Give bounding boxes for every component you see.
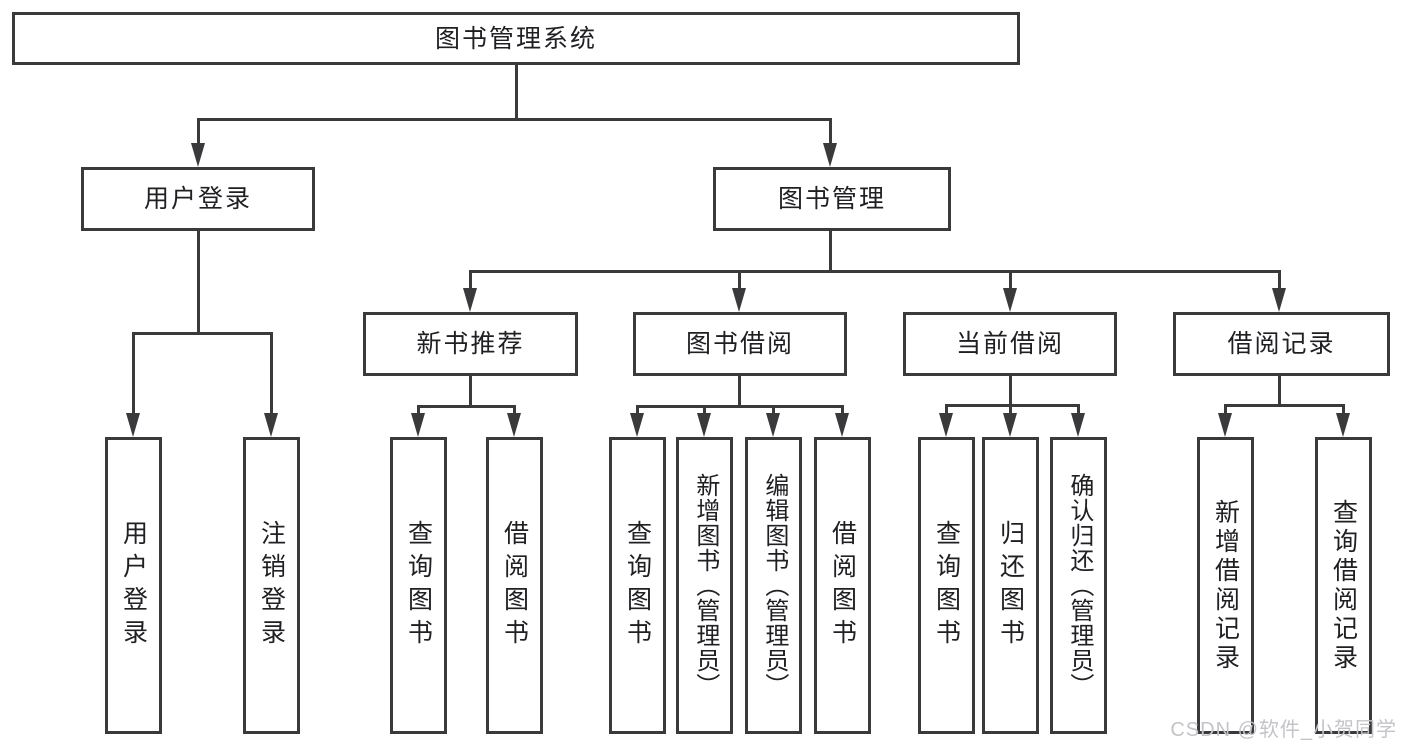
node-new-book-recommend: 新书推荐 — [363, 312, 578, 376]
leaf-query-borrow-record: 查询借阅记录 — [1315, 437, 1372, 734]
connector-drop-leaf — [703, 405, 706, 418]
connector-borrow-stem — [738, 376, 741, 408]
connector-drop-leaf — [1224, 404, 1227, 418]
connector-user-login-stem — [197, 231, 200, 335]
connector-borrow-rail — [636, 405, 844, 408]
connector-records-rail — [1224, 404, 1345, 407]
arrowhead-down-icon — [1272, 288, 1286, 312]
connector-drop-leaf — [270, 332, 273, 418]
leaf-confirm-return-admin: 确认归还（管理员） — [1050, 437, 1107, 734]
arrowhead-down-icon — [697, 413, 711, 437]
leaf-label: 编辑图书（管理员） — [760, 473, 788, 698]
arrowhead-down-icon — [1336, 413, 1350, 437]
connector-root-stem — [515, 65, 518, 121]
connector-drop-user-login — [197, 118, 200, 146]
connector-current-stem — [1009, 376, 1012, 407]
arrowhead-down-icon — [264, 413, 278, 437]
node-label: 当前借阅 — [955, 330, 1064, 358]
arrowhead-down-icon — [1003, 288, 1017, 312]
leaf-label: 新增图书（管理员） — [691, 473, 719, 698]
connector-drop-recommend — [469, 270, 472, 295]
node-label: 借阅记录 — [1227, 330, 1336, 358]
connector-user-login-rail — [132, 332, 273, 335]
leaf-return-books: 归还图书 — [982, 437, 1039, 734]
node-library-management-system: 图书管理系统 — [12, 12, 1020, 65]
connector-drop-leaf — [772, 405, 775, 418]
node-label: 图书管理 — [777, 185, 886, 213]
connector-drop-leaf — [417, 405, 420, 418]
node-user-login: 用户登录 — [81, 167, 315, 231]
arrowhead-down-icon — [411, 413, 425, 437]
connector-drop-leaf — [1009, 404, 1012, 418]
connector-drop-current — [1009, 270, 1012, 295]
connector-drop-leaf — [1342, 404, 1345, 418]
arrowhead-down-icon — [630, 413, 644, 437]
arrowhead-down-icon — [463, 288, 477, 312]
leaf-logout: 注销登录 — [243, 437, 300, 734]
leaf-recommend-query-books: 查询图书 — [390, 437, 447, 734]
leaf-label: 注销登录 — [257, 519, 286, 652]
connector-recommend-rail — [417, 405, 516, 408]
connector-root-rail — [197, 118, 831, 121]
leaf-current-query-books: 查询图书 — [918, 437, 975, 734]
connector-records-stem — [1278, 376, 1281, 407]
leaf-add-borrow-record: 新增借阅记录 — [1197, 437, 1254, 734]
leaf-label: 查询图书 — [404, 519, 433, 652]
arrowhead-down-icon — [126, 413, 140, 437]
arrowhead-down-icon — [1218, 413, 1232, 437]
leaf-add-books-admin: 新增图书（管理员） — [676, 437, 733, 734]
connector-book-mgmt-stem — [829, 231, 832, 273]
connector-drop-leaf — [636, 405, 639, 418]
leaf-label: 查询图书 — [932, 519, 961, 652]
arrowhead-down-icon — [732, 288, 746, 312]
node-current-borrowing: 当前借阅 — [903, 312, 1117, 376]
leaf-edit-books-admin: 编辑图书（管理员） — [745, 437, 802, 734]
leaf-borrow-books: 借阅图书 — [814, 437, 871, 734]
node-label: 图书借阅 — [685, 330, 794, 358]
connector-drop-leaf — [132, 332, 135, 418]
leaf-label: 查询图书 — [623, 519, 652, 652]
connector-current-rail — [945, 404, 1080, 407]
node-label: 图书管理系统 — [434, 24, 597, 53]
connector-drop-book-mgmt — [829, 118, 832, 146]
leaf-user-login: 用户登录 — [105, 437, 162, 734]
leaf-label: 借阅图书 — [500, 519, 529, 652]
arrowhead-down-icon — [823, 143, 837, 167]
node-borrowing-records: 借阅记录 — [1173, 312, 1390, 376]
arrowhead-down-icon — [507, 413, 521, 437]
node-label: 新书推荐 — [416, 330, 525, 358]
leaf-label: 借阅图书 — [828, 519, 857, 652]
leaf-label: 新增借阅记录 — [1211, 498, 1240, 673]
connector-drop-borrow — [738, 270, 741, 295]
connector-drop-leaf — [841, 405, 844, 418]
leaf-label: 归还图书 — [996, 519, 1025, 652]
node-label: 用户登录 — [143, 185, 252, 213]
arrowhead-down-icon — [835, 413, 849, 437]
connector-drop-leaf — [1077, 404, 1080, 418]
arrowhead-down-icon — [939, 413, 953, 437]
arrowhead-down-icon — [1071, 413, 1085, 437]
leaf-label: 确认归还（管理员） — [1065, 473, 1093, 698]
node-book-management: 图书管理 — [713, 167, 951, 231]
leaf-label: 查询借阅记录 — [1329, 498, 1358, 673]
node-book-borrowing: 图书借阅 — [633, 312, 847, 376]
connector-book-mgmt-rail — [469, 270, 1281, 273]
connector-drop-leaf — [513, 405, 516, 418]
connector-drop-leaf — [945, 404, 948, 418]
arrowhead-down-icon — [1003, 413, 1017, 437]
leaf-borrow-query-books: 查询图书 — [609, 437, 666, 734]
connector-recommend-stem — [469, 376, 472, 408]
connector-drop-records — [1278, 270, 1281, 295]
leaf-recommend-borrow-books: 借阅图书 — [486, 437, 543, 734]
leaf-label: 用户登录 — [119, 519, 148, 652]
csdn-watermark: CSDN @软件_小贺同学 — [1170, 719, 1397, 741]
arrowhead-down-icon — [766, 413, 780, 437]
arrowhead-down-icon — [191, 143, 205, 167]
